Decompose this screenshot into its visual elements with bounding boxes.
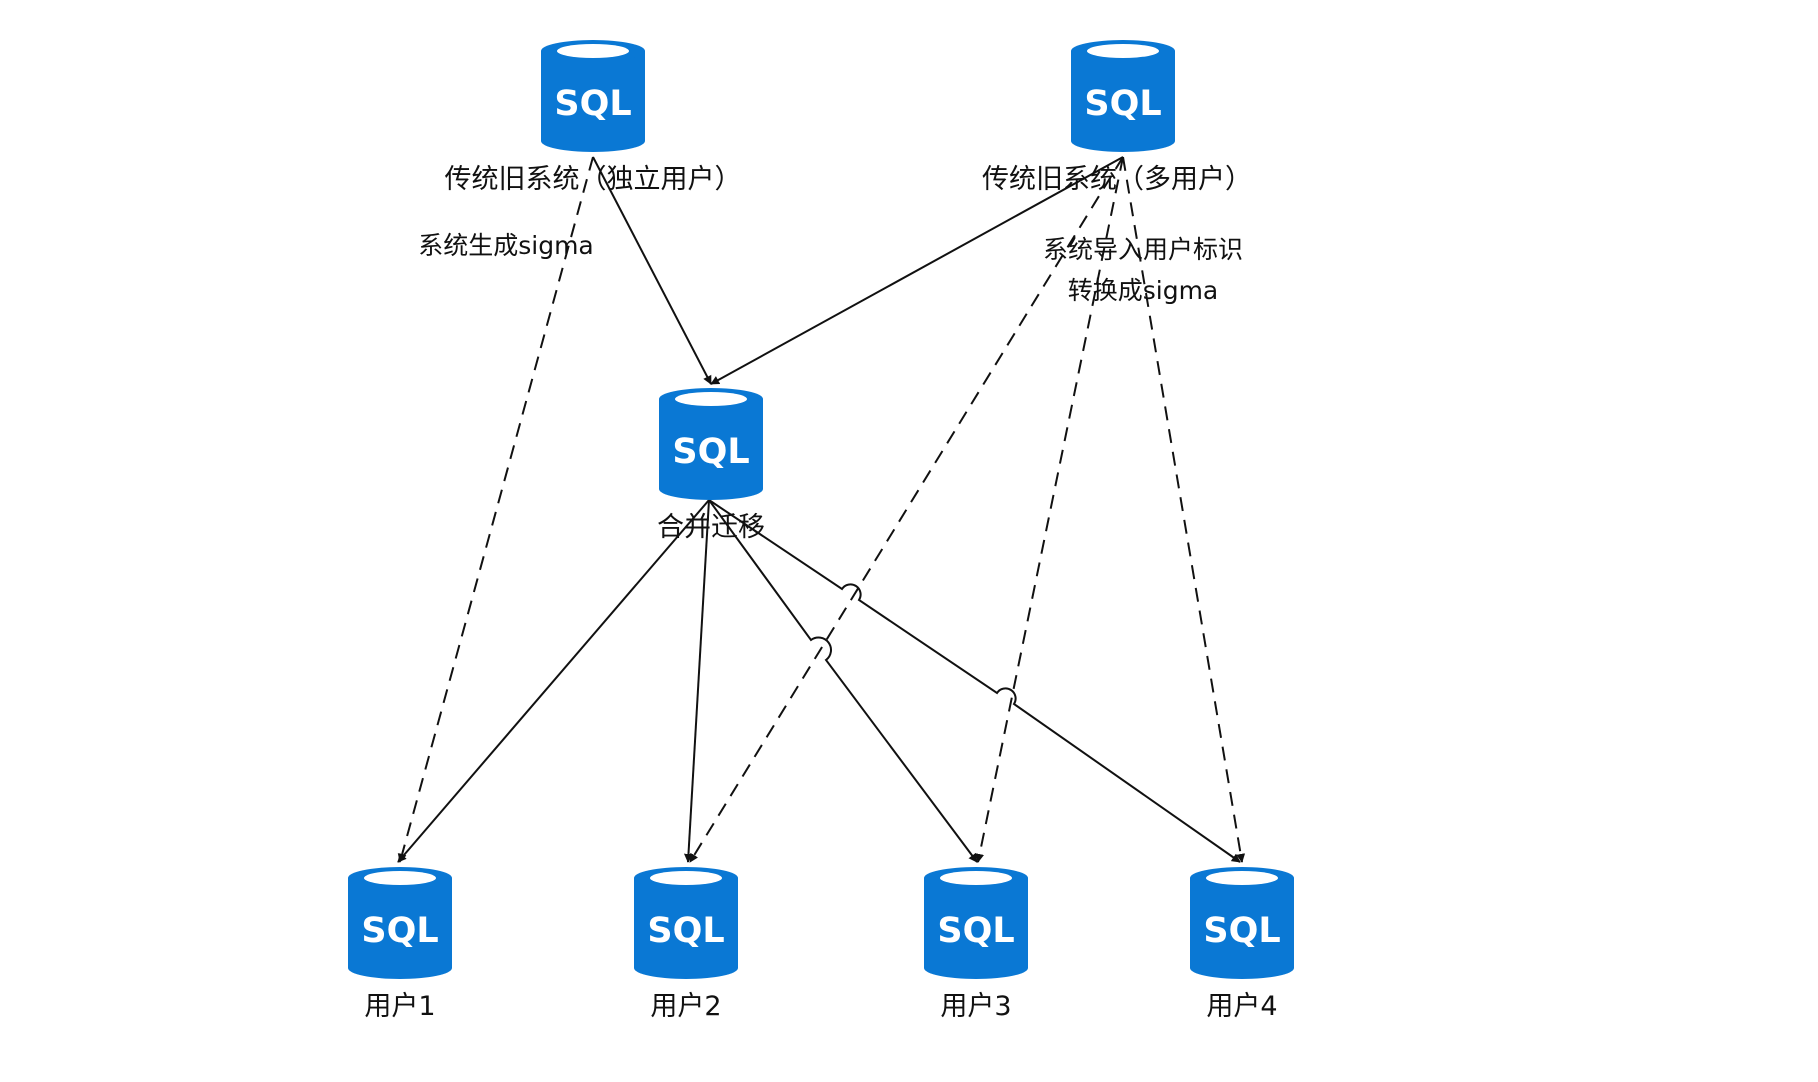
edge-legacy-multi-to-user3-dashed bbox=[975, 156, 1124, 863]
node-label-merge: 合并迁移 bbox=[657, 512, 765, 543]
edges bbox=[397, 156, 1246, 863]
edge-legacy-single-to-merge bbox=[592, 156, 712, 385]
edge-legacy-multi-to-user4-dashed bbox=[1122, 156, 1246, 863]
node-label-user2: 用户2 bbox=[650, 991, 721, 1022]
node-label-user3: 用户3 bbox=[940, 991, 1011, 1022]
sql-database-icon bbox=[924, 867, 1028, 979]
node-label-legacy-single: 传统旧系统（独立用户） bbox=[445, 164, 742, 195]
edge-label-multi-convert: 转换成sigma bbox=[1068, 276, 1219, 305]
edge-merge-to-user3 bbox=[708, 499, 978, 863]
node-user4[interactable]: 用户4 bbox=[1190, 867, 1294, 1022]
node-user2[interactable]: 用户2 bbox=[634, 867, 738, 1022]
node-label-legacy-multi: 传统旧系统（多用户） bbox=[982, 164, 1252, 195]
sql-database-icon bbox=[1071, 40, 1175, 152]
edge-merge-to-user1 bbox=[397, 499, 710, 863]
sql-database-icon bbox=[541, 40, 645, 152]
node-merge[interactable]: 合并迁移 bbox=[657, 388, 765, 543]
node-legacy-multi[interactable]: 传统旧系统（多用户） bbox=[982, 40, 1252, 195]
edge-merge-to-user2 bbox=[683, 499, 710, 863]
edge-legacy-multi-to-merge bbox=[710, 156, 1124, 385]
sql-database-icon bbox=[1190, 867, 1294, 979]
sql-database-icon bbox=[659, 388, 763, 500]
node-legacy-single[interactable]: 传统旧系统（独立用户） bbox=[445, 40, 742, 195]
node-user1[interactable]: 用户1 bbox=[348, 867, 452, 1022]
edge-label-single-sigma: 系统生成sigma bbox=[418, 231, 594, 260]
node-label-user4: 用户4 bbox=[1206, 991, 1277, 1022]
sql-database-icon bbox=[634, 867, 738, 979]
edge-legacy-single-to-user1-dashed bbox=[397, 156, 594, 863]
node-label-user1: 用户1 bbox=[364, 991, 435, 1022]
edge-label-multi-import: 系统导入用户标识 bbox=[1043, 235, 1243, 264]
edge-merge-to-user4 bbox=[708, 499, 1241, 863]
sql-database-icon bbox=[348, 867, 452, 979]
node-user3[interactable]: 用户3 bbox=[924, 867, 1028, 1022]
